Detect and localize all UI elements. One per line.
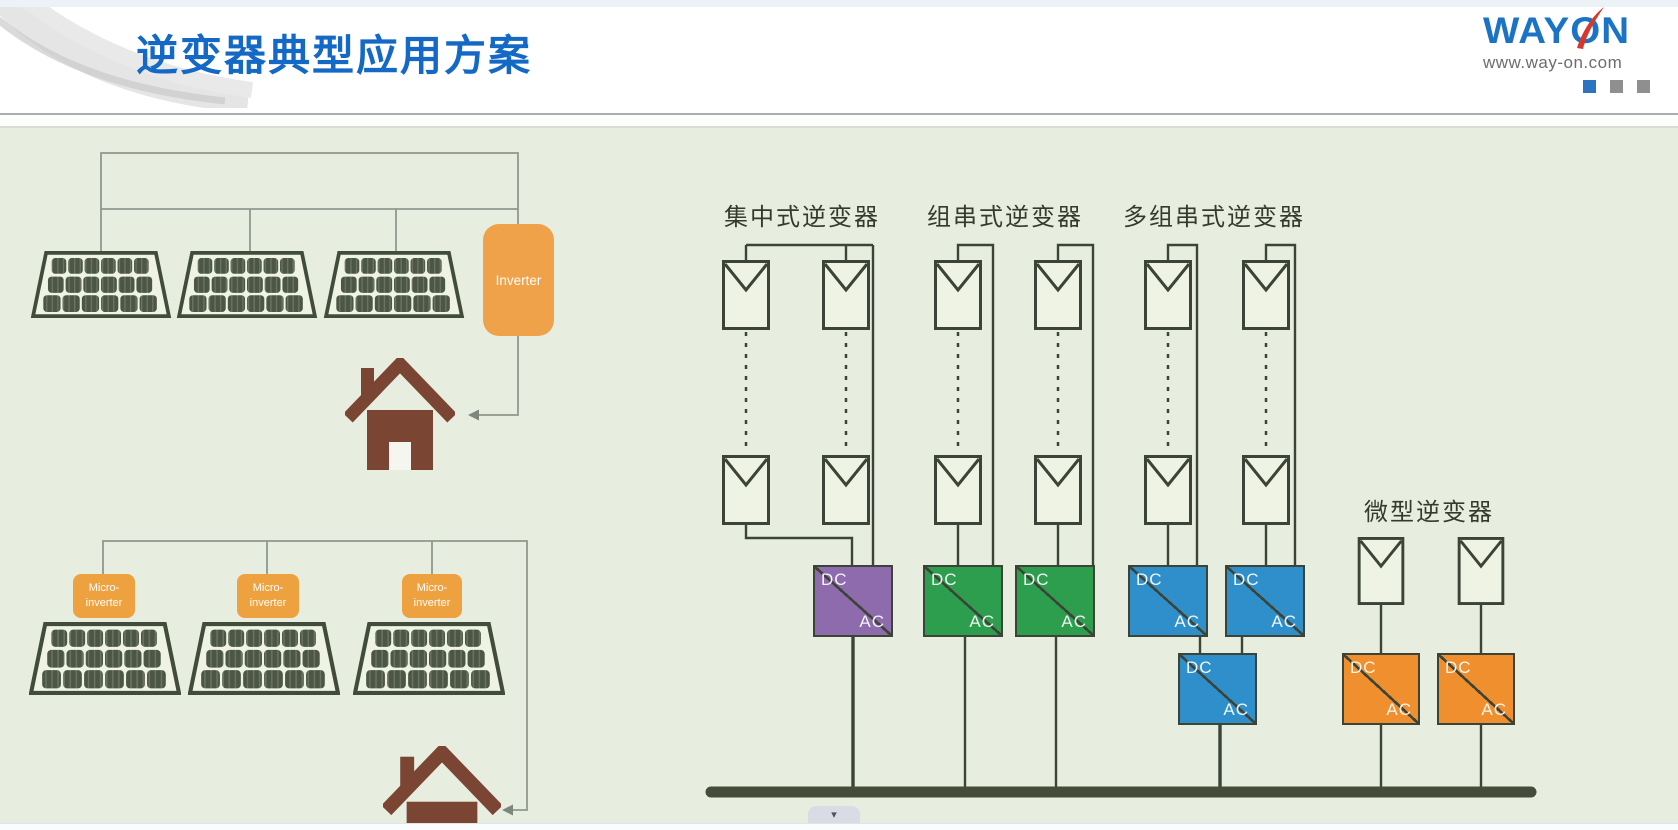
ac-label: AC <box>859 612 885 631</box>
ac-label: AC <box>1386 700 1412 719</box>
dc-label: DC <box>1445 658 1472 677</box>
micro-label-line2: inverter <box>85 597 123 609</box>
logo-red-swoosh-icon <box>1577 7 1604 49</box>
dc-label: DC <box>1136 570 1163 589</box>
corner-swoosh-decoration <box>0 0 254 108</box>
micro-label-line2: inverter <box>413 597 451 609</box>
dc-label: DC <box>1350 658 1377 677</box>
string-inverter-box: Inverter <box>483 224 554 336</box>
ac-label: AC <box>1061 612 1087 631</box>
multistring-central-dcac-converter: DC AC <box>1178 653 1257 725</box>
micro-inverter-box: Micro- inverter <box>237 574 299 618</box>
wayon-logo: WAYON www.way-on.com <box>1483 7 1663 93</box>
window-bottom-edge <box>0 823 1678 830</box>
logo-squares-decoration <box>1583 80 1663 93</box>
dc-label: DC <box>931 570 958 589</box>
expand-tab[interactable]: ▾ <box>808 806 860 823</box>
micro-inverter-box: Micro- inverter <box>73 574 135 618</box>
blue-square-icon <box>1583 80 1596 93</box>
slide-body <box>0 128 1678 823</box>
micro-label-line1: Micro- <box>252 581 284 594</box>
string-dcac-converter: DC AC <box>1015 565 1095 637</box>
logo-website: www.way-on.com <box>1483 53 1623 72</box>
gray-square-icon <box>1637 80 1650 93</box>
window-top-edge <box>0 0 1678 7</box>
string-dcac-converter: DC AC <box>923 565 1003 637</box>
dc-label: DC <box>1023 570 1050 589</box>
centralized-dcac-converter: DC AC <box>813 565 893 637</box>
micro-label-line1: Micro- <box>88 581 120 594</box>
header-divider <box>0 115 1678 128</box>
chevron-down-icon: ▾ <box>831 809 837 821</box>
gray-square-icon <box>1610 80 1623 93</box>
ac-label: AC <box>969 612 995 631</box>
ac-label: AC <box>1271 612 1297 631</box>
label-micro-inverter: 微型逆变器 <box>1364 499 1494 526</box>
micro-label-line2: inverter <box>249 597 287 609</box>
label-string-inverter: 组串式逆变器 <box>927 204 1083 231</box>
dc-label: DC <box>1233 570 1260 589</box>
slide-header: 逆变器典型应用方案 WAYON www.way-on.com <box>0 0 1678 115</box>
micro-dcac-converter: DC AC <box>1342 653 1420 725</box>
ac-label: AC <box>1481 700 1507 719</box>
page-title: 逆变器典型应用方案 <box>136 32 533 79</box>
multistring-dcdc-converter: DC AC <box>1128 565 1208 637</box>
micro-inverter-box: Micro- inverter <box>402 574 462 618</box>
multistring-dcdc-converter: DC AC <box>1225 565 1305 637</box>
dc-label: DC <box>821 570 848 589</box>
ac-label: AC <box>1223 700 1249 719</box>
micro-label-line1: Micro- <box>416 581 448 594</box>
dc-label: DC <box>1186 658 1213 677</box>
ac-label: AC <box>1174 612 1200 631</box>
label-multistring-inverter: 多组串式逆变器 <box>1123 204 1305 231</box>
wayon-logo-text: WAYON <box>1483 10 1631 51</box>
inverter-label: Inverter <box>495 272 542 288</box>
label-centralized-inverter: 集中式逆变器 <box>724 204 880 231</box>
micro-dcac-converter: DC AC <box>1437 653 1515 725</box>
